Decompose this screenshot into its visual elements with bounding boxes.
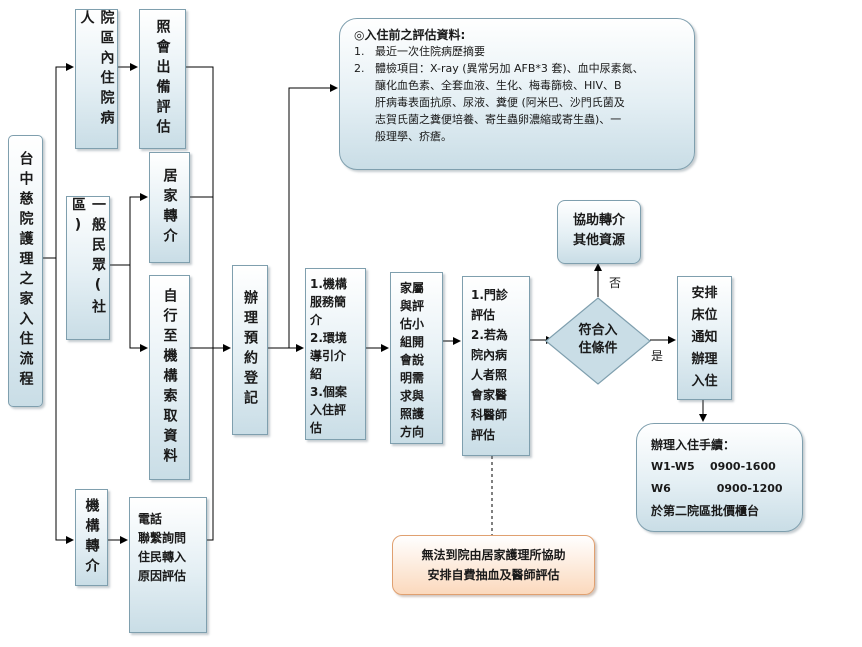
eval-line-6: 會家醫	[471, 388, 508, 402]
intro-line-1: 1.機構	[310, 277, 347, 291]
pre-eval-item-6: 般理學、疥瘡。	[354, 130, 452, 143]
pre-eval-item-1: 1. 最近一次住院病歷摘要	[354, 45, 485, 58]
note-box: 無法到院由居家護理所協助 安排自費抽血及醫師評估	[392, 535, 595, 595]
public-label: 一般民眾(社區)	[70, 197, 106, 319]
pre-eval-item-2: 2. 體檢項目：X-ray (異常另加 AFB*3 套)、血中尿素氮、	[354, 62, 644, 75]
arrange-line-3: 通知	[691, 330, 718, 345]
meeting-line-8: 照護	[400, 407, 425, 421]
arrow-start-to-agency	[43, 257, 74, 544]
eval-box: 1.門診 評估 2.若為 院內病 人者照 會家醫 科醫師 評估	[462, 276, 530, 456]
eval-line-2: 評估	[471, 308, 496, 322]
label-yes: 是	[651, 349, 664, 363]
procedure-box: 辦理入住手續： W1-W5 0900-1600 W6 0900-1200 於第二…	[636, 423, 803, 532]
pre-eval-item-5: 志賀氏菌之糞便培養、寄生蟲卵濃縮或寄生蟲)、一	[354, 113, 622, 126]
arrow-public-to-self	[110, 264, 148, 352]
referral-box: 協助轉介 其他資源	[557, 200, 641, 264]
line-phone-collector	[207, 348, 214, 541]
eval-line-1: 1.門診	[471, 288, 508, 302]
agency-box: 機構轉介	[75, 489, 108, 586]
eval-line-7: 科醫師	[471, 408, 508, 422]
register-label: 辦理預約登記	[242, 290, 258, 410]
intro-line-3: 介	[310, 313, 323, 327]
decision-line-1: 符合入	[578, 323, 618, 338]
procedure-row-2: W6 0900-1200	[651, 482, 783, 495]
intro-line-8: 入住評	[310, 403, 347, 417]
intro-box: 1.機構 服務簡 介 2.環境 導引介 紹 3.個案 入住評 估	[305, 268, 366, 440]
intro-line-7: 3.個案	[310, 385, 347, 399]
procedure-row-1: W1-W5 0900-1600	[651, 460, 776, 473]
phone-line-1: 電話	[138, 512, 163, 526]
intro-line-5: 導引介	[310, 349, 347, 363]
arrange-line-1: 安排	[691, 286, 718, 301]
decision-line-2: 住條件	[578, 341, 618, 356]
inpatient-box: 院區內住院病人	[75, 9, 118, 149]
intro-line-6: 紹	[310, 367, 323, 381]
phone-box: 電話 聯繫詢問 住民轉入 原因評估	[129, 497, 207, 633]
consult-label: 照會出備評估	[154, 19, 171, 139]
pre-eval-box: ◎入住前之評估資料: 1. 最近一次住院病歷摘要 2. 體檢項目：X-ray (…	[339, 18, 695, 170]
arrange-line-4: 辦理	[691, 352, 718, 367]
meeting-line-2: 與評	[400, 299, 425, 313]
self-box: 自行至機構索取資料	[149, 275, 190, 480]
meeting-line-6: 明需	[400, 371, 425, 385]
meeting-line-4: 組開	[400, 335, 425, 349]
eval-line-3: 2.若為	[471, 328, 508, 342]
meeting-line-3: 估小	[400, 317, 425, 331]
start-box: 台中慈院護理之家入住流程	[8, 135, 43, 407]
intro-line-2: 服務簡	[310, 295, 347, 309]
pre-eval-item-4: 肝病毒表面抗原、尿液、糞便 (阿米巴、沙門氏菌及	[354, 96, 625, 109]
eval-line-8: 評估	[471, 428, 496, 442]
meeting-line-9: 方向	[400, 425, 425, 439]
self-label: 自行至機構索取資料	[161, 287, 178, 468]
pre-eval-item-3: 釀化血色素、全套血液、生化、梅毒篩檢、HIV、B	[354, 79, 622, 92]
intro-line-9: 估	[310, 421, 323, 435]
arrow-public-to-home	[110, 193, 148, 266]
meeting-line-1: 家屬	[400, 281, 425, 295]
agency-label: 機構轉介	[83, 497, 100, 578]
start-label: 台中慈院護理之家入住流程	[17, 151, 34, 391]
meeting-line-7: 求與	[400, 389, 425, 403]
arrange-box: 安排 床位 通知 辦理 入住	[677, 276, 732, 400]
phone-line-4: 原因評估	[138, 569, 187, 583]
intro-line-4: 2.環境	[310, 331, 347, 345]
home-label: 居家轉介	[161, 167, 178, 248]
note-line-2: 安排自費抽血及醫師評估	[427, 568, 560, 582]
home-box: 居家轉介	[149, 152, 190, 263]
arrange-line-5: 入住	[691, 374, 718, 389]
line-consult-collector	[186, 66, 214, 348]
inpatient-label: 院區內住院病人	[78, 10, 115, 130]
register-box: 辦理預約登記	[232, 265, 268, 435]
public-box: 一般民眾(社區)	[66, 196, 110, 340]
procedure-footer: 於第二院區批價櫃台	[651, 504, 760, 518]
pre-eval-title: ◎入住前之評估資料:	[354, 28, 466, 42]
note-line-1: 無法到院由居家護理所協助	[421, 548, 566, 562]
eval-line-4: 院內病	[471, 348, 508, 362]
decision-diamond	[545, 297, 651, 385]
referral-line-1: 協助轉介	[572, 213, 625, 228]
meeting-box: 家屬 與評 估小 組開 會說 明需 求與 照護 方向	[390, 272, 443, 444]
consult-box: 照會出備評估	[139, 9, 186, 149]
label-no: 否	[609, 276, 622, 290]
decision-text: 符合入 住條件	[561, 322, 635, 358]
referral-line-2: 其他資源	[572, 233, 625, 248]
phone-line-3: 住民轉入	[138, 550, 187, 564]
eval-line-5: 人者照	[471, 368, 508, 382]
procedure-title: 辦理入住手續：	[651, 438, 736, 452]
arrange-line-2: 床位	[691, 308, 718, 323]
phone-line-2: 聯繫詢問	[138, 531, 187, 545]
meeting-line-5: 會說	[400, 353, 425, 367]
